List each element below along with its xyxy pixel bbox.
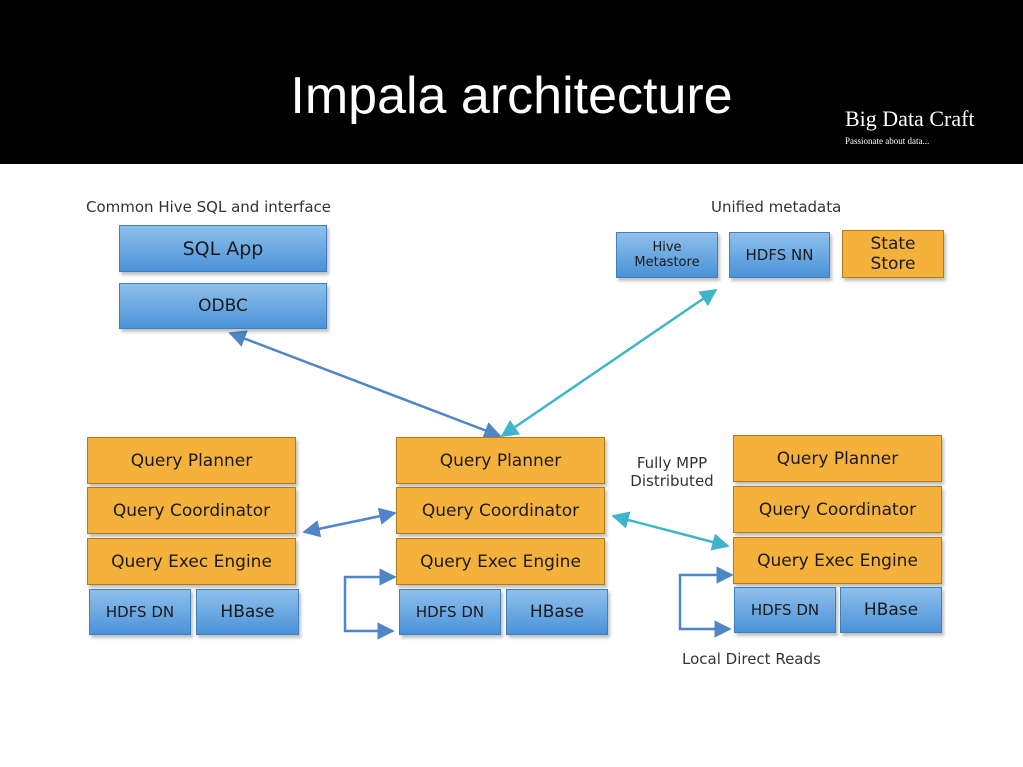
unified-metadata-label: Unified metadata [711,198,842,216]
left-query-exec-engine-label: Query Exec Engine [111,551,272,572]
hive-metastore-line2: Metastore [634,255,700,270]
right-query-planner-box: Query Planner [733,435,942,482]
sql-app-label: SQL App [182,237,264,260]
common-hive-label: Common Hive SQL and interface [86,198,331,216]
slide-header: Impala architecture Big Data Craft Passi… [0,0,1023,164]
center-hdfs-dn-label: HDFS DN [415,603,485,621]
hive-metastore-box: Hive Metastore [616,232,718,278]
center-query-exec-engine-label: Query Exec Engine [420,551,581,572]
right-local-read-arrow [678,566,734,638]
hdfs-nn-label: HDFS NN [745,246,814,264]
odbc-to-planner-arrow [228,330,502,439]
state-store-box: State Store [842,230,944,278]
fully-mpp-line1: Fully MPP [636,454,708,472]
odbc-label: ODBC [198,296,248,316]
left-hbase-box: HBase [196,589,299,635]
left-hbase-label: HBase [220,602,275,622]
left-hdfs-dn-label: HDFS DN [105,603,175,621]
hive-metastore-line1: Hive [652,240,682,255]
center-hbase-box: HBase [506,589,608,635]
center-local-read-arrow [343,568,397,640]
right-hbase-box: HBase [840,587,942,633]
center-hbase-label: HBase [529,602,585,622]
center-hdfs-dn-box: HDFS DN [399,589,501,635]
center-query-exec-engine-box: Query Exec Engine [396,538,605,585]
right-query-coordinator-label: Query Coordinator [758,499,917,520]
hdfs-nn-box: HDFS NN [729,232,830,278]
left-query-exec-engine-box: Query Exec Engine [87,538,296,585]
connector-arrows [228,288,734,640]
left-hdfs-dn-box: HDFS DN [89,589,191,635]
odbc-box: ODBC [119,283,327,329]
brand-name: Big Data Craft [845,106,975,131]
state-store-line2: Store [870,254,916,274]
right-hdfs-dn-box: HDFS DN [734,587,836,633]
right-query-planner-label: Query Planner [776,448,899,469]
slide-title: Impala architecture [290,67,733,125]
sql-app-box: SQL App [119,225,327,272]
left-query-planner-label: Query Planner [130,450,253,471]
center-to-right-coordinator-arrow [611,511,730,551]
right-hdfs-dn-label: HDFS DN [750,601,820,619]
left-query-planner-box: Query Planner [87,437,296,484]
local-direct-reads-label: Local Direct Reads [682,650,821,668]
fully-mpp-label: Fully MPP Distributed [624,454,720,490]
center-query-planner-box: Query Planner [396,437,605,484]
state-store-line1: State [870,234,916,254]
center-query-coordinator-box: Query Coordinator [396,487,605,534]
brand-tagline: Passionate about data... [845,136,930,146]
right-query-exec-engine-box: Query Exec Engine [733,537,942,584]
right-hbase-label: HBase [863,600,919,620]
center-query-planner-label: Query Planner [439,450,562,471]
fully-mpp-line2: Distributed [630,472,714,490]
architecture-diagram: Common Hive SQL and interface Unified me… [0,164,1023,767]
center-query-coordinator-label: Query Coordinator [421,500,580,521]
right-query-exec-engine-label: Query Exec Engine [757,550,918,571]
left-query-coordinator-box: Query Coordinator [87,487,296,534]
metadata-to-planner-arrow [500,288,718,438]
right-query-coordinator-box: Query Coordinator [733,486,942,533]
left-query-coordinator-label: Query Coordinator [112,500,271,521]
left-to-center-coordinator-arrow [302,507,397,538]
